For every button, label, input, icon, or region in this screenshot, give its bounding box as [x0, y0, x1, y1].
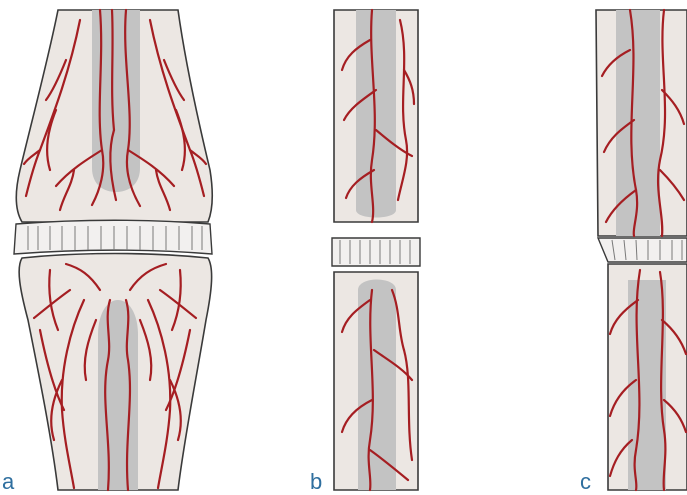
panel-b-growth-plate: [332, 238, 420, 266]
panel-c: [596, 10, 687, 490]
panel-b: [332, 10, 420, 490]
panel-b-lower-marrow: [358, 280, 396, 491]
panel-label-b: b: [310, 471, 322, 493]
panel-label-c: c: [580, 471, 591, 493]
panel-a-growth-plate: [14, 220, 212, 254]
panel-label-a: a: [2, 471, 14, 493]
panel-a-lower-marrow: [98, 300, 138, 490]
panel-a: [14, 10, 212, 490]
panel-b-upper-marrow: [356, 10, 396, 218]
panel-c-growth-plate: [598, 238, 687, 262]
